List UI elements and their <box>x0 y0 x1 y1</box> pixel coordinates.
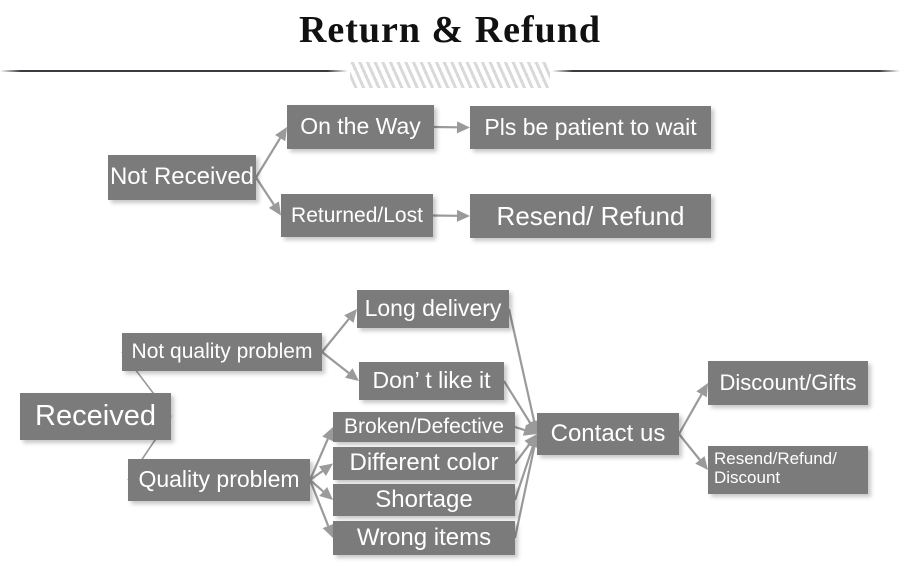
node-on-the-way[interactable]: On the Way <box>287 105 434 149</box>
title-divider <box>0 62 900 88</box>
node-label: Pls be patient to wait <box>484 113 697 140</box>
node-broken-defective[interactable]: Broken/Defective <box>333 412 515 442</box>
edge-shortage-to-contact-us <box>513 434 539 501</box>
node-label: Not Received <box>109 163 255 191</box>
node-quality[interactable]: Quality problem <box>128 459 310 501</box>
divider-hatch-ornament <box>350 62 550 88</box>
node-long-delivery[interactable]: Long delivery <box>357 290 509 328</box>
node-label: Shortage <box>375 485 473 513</box>
node-wrong-items[interactable]: Wrong items <box>333 521 515 555</box>
node-returned-lost[interactable]: Returned/Lost <box>281 194 433 237</box>
node-pls-be-patient[interactable]: Pls be patient to wait <box>470 106 711 149</box>
edge-returned-lost-to-resend-refund <box>432 209 470 222</box>
divider-line-left <box>0 70 348 72</box>
node-label: Different color <box>349 449 499 477</box>
edge-quality-to-different-color <box>309 463 333 481</box>
edge-different-color-to-contact-us <box>514 434 537 465</box>
edge-quality-to-wrong-items <box>308 479 334 538</box>
node-not-quality[interactable]: Not quality problem <box>122 333 322 371</box>
node-label: Resend/ Refund <box>496 200 685 231</box>
edge-quality-to-broken-defective <box>308 427 334 481</box>
node-label: Contact us <box>550 419 666 447</box>
node-label: Discount/Gifts <box>719 369 857 395</box>
node-label: Long delivery <box>364 295 502 322</box>
node-label: Not quality problem <box>131 340 313 364</box>
page-title: Return & Refund <box>298 9 602 51</box>
node-discount-gifts[interactable]: Discount/Gifts <box>708 361 868 405</box>
edge-contact-us-to-resend-refund-discount <box>678 433 708 470</box>
edge-quality-to-shortage <box>309 479 333 500</box>
node-label: Wrong items <box>356 523 492 551</box>
node-different-color[interactable]: Different color <box>333 447 515 480</box>
node-received[interactable]: Received <box>20 393 171 440</box>
node-shortage[interactable]: Shortage <box>333 484 515 516</box>
edge-not-received-to-on-the-way <box>255 127 287 179</box>
node-label: Resend/Refund/Discount <box>714 449 837 488</box>
node-resend-refund[interactable]: Resend/ Refund <box>470 194 711 238</box>
node-not-received[interactable]: Not Received <box>108 155 256 200</box>
edge-not-quality-to-dont-like-it <box>321 351 359 381</box>
node-label: Quality problem <box>138 466 300 493</box>
edge-not-quality-to-long-delivery <box>321 309 357 353</box>
node-label: Received <box>35 399 156 432</box>
node-label: Broken/Defective <box>344 415 504 439</box>
node-resend-refund-discount[interactable]: Resend/Refund/Discount <box>708 446 868 494</box>
edge-broken-defective-to-contact-us <box>514 424 537 436</box>
node-label: Don’ t like it <box>372 367 491 394</box>
edge-contact-us-to-discount-gifts <box>678 383 708 435</box>
edge-on-the-way-to-pls-be-patient <box>433 121 470 134</box>
node-dont-like-it[interactable]: Don’ t like it <box>359 362 504 400</box>
node-label: On the Way <box>300 113 421 140</box>
edge-not-received-to-returned-lost <box>255 176 281 216</box>
divider-line-right <box>552 70 900 72</box>
node-contact-us[interactable]: Contact us <box>537 413 679 455</box>
node-label: Returned/Lost <box>291 203 423 227</box>
